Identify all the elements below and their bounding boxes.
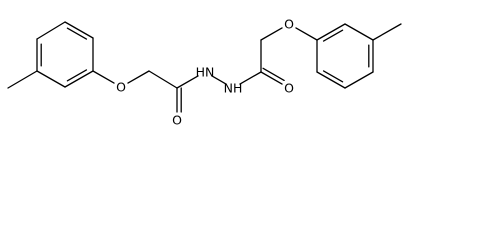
- bond-b5-b6-inner: [322, 70, 344, 83]
- bond-a6-a1: [36, 70, 66, 88]
- bond-a3-a4: [64, 21, 94, 39]
- atom-o2: O: [284, 17, 294, 32]
- bond-b2-b3: [344, 23, 374, 41]
- atom-n2: NH: [224, 81, 243, 96]
- atom-label-o2: O: [284, 17, 294, 32]
- bond-n2-co_r: [239, 71, 262, 85]
- atom-label-n2: NH: [224, 81, 243, 96]
- bond-co_r-oc_r: [260, 71, 283, 85]
- bond-a5-a6-inner: [66, 69, 88, 82]
- bond-b5-b6: [316, 71, 346, 89]
- atom-oc_l: O: [172, 113, 182, 128]
- bond-co_r-oc_r-second: [262, 67, 285, 82]
- atom-label-oc_l: O: [172, 113, 182, 128]
- atom-oc_r: O: [284, 81, 294, 96]
- bond-a2-a3: [36, 21, 66, 40]
- bond-a3-a4-inner: [66, 27, 88, 40]
- atom-o1: O: [116, 80, 126, 95]
- bond-layer: [7, 21, 402, 113]
- atom-label-layer: O O HN NH O O: [116, 17, 294, 128]
- bond-b4-b5: [344, 71, 374, 89]
- bond-ch2_r-o2: [260, 27, 283, 41]
- bond-a5-o1: [92, 70, 115, 84]
- bond-o1-ch2_l: [127, 70, 150, 84]
- bond-a5-a6: [64, 70, 94, 88]
- bond-ch2_l-co_l: [148, 70, 178, 89]
- bond-b1-b2-inner: [322, 29, 344, 42]
- bond-b1-b2: [316, 23, 346, 41]
- bond-o2-b1: [295, 27, 318, 41]
- bond-b3-me_r: [372, 23, 402, 41]
- bond-me_l-a1: [7, 70, 38, 89]
- bond-co_l-n1: [176, 75, 199, 89]
- atom-label-oc_r: O: [284, 81, 294, 96]
- atom-n1: HN: [196, 65, 215, 80]
- atom-label-o1: O: [116, 80, 126, 95]
- bond-n1-n2: [211, 75, 227, 85]
- atom-label-n1: HN: [196, 65, 215, 80]
- chemical-structure-diagram: O O HN NH O O: [7, 17, 402, 128]
